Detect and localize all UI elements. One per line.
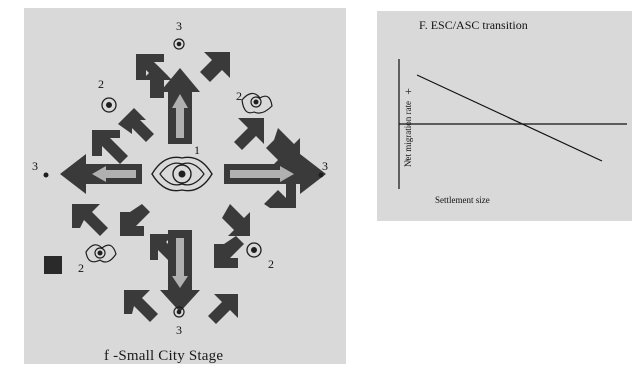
- arrow-ul-2: [118, 108, 154, 142]
- trend-line: [416, 74, 603, 162]
- center-settlement: [151, 156, 213, 192]
- arrow-ur-2: [266, 128, 300, 166]
- label-bottom: 3: [176, 323, 182, 337]
- label-top: 3: [176, 19, 182, 33]
- secondary-centre-lower-left: [85, 244, 117, 263]
- label-lower-left: 2: [78, 261, 84, 275]
- settlement-diagram: 3 2 2 1 3 3 2 2 3: [32, 19, 328, 337]
- label-lower-right: 2: [268, 257, 274, 271]
- minus-sign: -: [405, 152, 409, 166]
- vertical-arrows: [92, 68, 294, 312]
- arrow-bottom-right: [208, 294, 238, 324]
- diagram-caption: f -Small City Stage: [104, 348, 224, 364]
- secondary-centre-lower-right: [246, 242, 262, 258]
- arrow-ul-1: [92, 130, 128, 164]
- tertiary-centres: [43, 38, 324, 318]
- arrow-br-1: [214, 236, 244, 268]
- chart-title: F. ESC/ASC transition: [419, 18, 528, 32]
- dark-arrows: [60, 52, 326, 324]
- chart-svg: + -: [398, 59, 627, 189]
- secondary-centre-upper-right: [241, 92, 273, 114]
- settlement-diagram-panel: 3 2 2 1 3 3 2 2 3 f -Small City Stage: [24, 8, 346, 364]
- secondary-centre-upper-left: [101, 97, 117, 113]
- arrow-ll-1: [72, 204, 108, 236]
- label-left: 3: [32, 159, 38, 173]
- label-upper-right: 2: [236, 89, 242, 103]
- arrow-lr-1: [222, 204, 250, 236]
- label-right: 3: [322, 159, 328, 173]
- arrow-ll-2: [120, 204, 150, 236]
- arrow-top-left-diag: [136, 54, 168, 84]
- arrow-ne-outer: [200, 52, 230, 82]
- arrow-ur-1: [234, 118, 264, 150]
- arrow-bottom-left: [124, 290, 158, 322]
- transition-chart-panel: F. ESC/ASC transition Net migration rate…: [377, 11, 632, 221]
- label-upper-left: 2: [98, 77, 104, 91]
- label-center: 1: [194, 143, 200, 157]
- plus-sign: +: [405, 84, 412, 98]
- settlement-square: [44, 256, 62, 274]
- x-axis-label: Settlement size: [435, 195, 490, 205]
